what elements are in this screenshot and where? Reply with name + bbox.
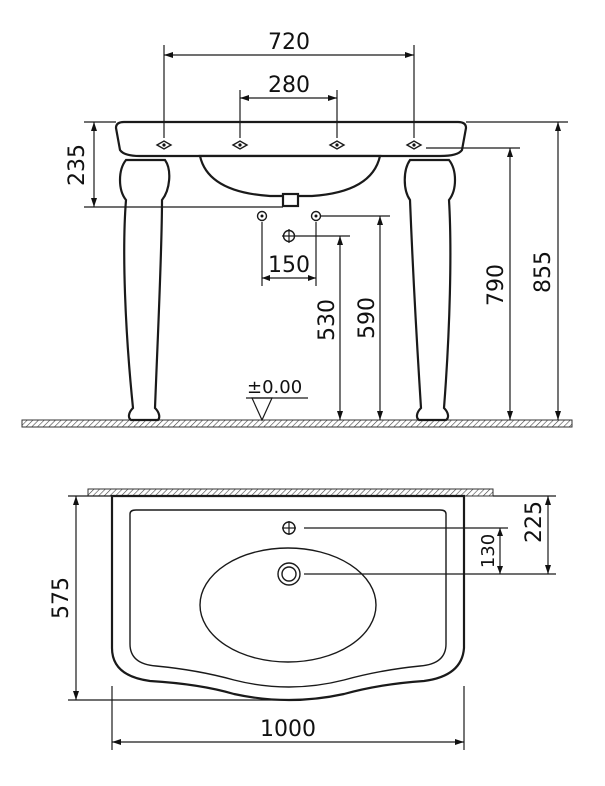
floor-level-marker: ±0.00 xyxy=(246,377,308,422)
basin-top-slab xyxy=(114,120,468,158)
dim-drain-offset: 130 xyxy=(304,528,556,575)
dim-width-label: 1000 xyxy=(260,717,316,742)
dim-legs-height-label: 790 xyxy=(484,264,509,306)
dim-faucet-inner-label: 280 xyxy=(268,73,310,98)
basin-bowl xyxy=(198,154,382,198)
tap-hole xyxy=(282,521,296,535)
dim-legs-height: 790 xyxy=(426,147,520,420)
basin-outer-outline xyxy=(110,494,466,702)
dim-total-height: 855 xyxy=(466,121,568,420)
dim-tap-offset: 225 xyxy=(304,495,556,574)
left-leg xyxy=(118,158,171,422)
floor-level-label: ±0.00 xyxy=(247,377,302,398)
dim-drain-offset-label: 130 xyxy=(478,534,499,568)
dim-depth: 575 xyxy=(49,495,289,701)
dim-width: 1000 xyxy=(111,686,465,750)
dim-waste-spacing-label: 150 xyxy=(268,253,310,278)
right-leg xyxy=(403,158,457,422)
basin-inner-rim xyxy=(129,509,447,688)
dim-depth-label: 575 xyxy=(49,577,74,619)
dim-waste-upper-label: 590 xyxy=(355,297,380,339)
dim-tap-offset-label: 225 xyxy=(522,501,547,543)
basin-bowl-oval xyxy=(199,547,377,663)
dim-faucet-outer: 720 xyxy=(163,30,415,138)
dim-waste-lower: 530 xyxy=(296,235,350,420)
dim-waste-upper: 590 xyxy=(321,215,390,420)
drain-stub xyxy=(281,192,300,208)
dim-faucet-inner: 280 xyxy=(239,73,338,138)
faucet-hole-markers xyxy=(155,140,423,150)
dim-total-height-label: 855 xyxy=(531,251,556,293)
dim-waste-spacing: 150 xyxy=(261,222,317,286)
dim-faucet-outer-label: 720 xyxy=(268,30,310,55)
dim-basin-height-label: 235 xyxy=(65,144,90,186)
dim-basin-height: 235 xyxy=(65,121,283,208)
side-view: 720 280 235 150 xyxy=(21,30,573,428)
top-view: 575 1000 225 130 xyxy=(49,488,556,750)
dim-waste-lower-label: 530 xyxy=(315,299,340,341)
waste-connection-symbols xyxy=(256,210,322,243)
drain-hole xyxy=(277,562,301,586)
floor-slab xyxy=(21,419,573,428)
